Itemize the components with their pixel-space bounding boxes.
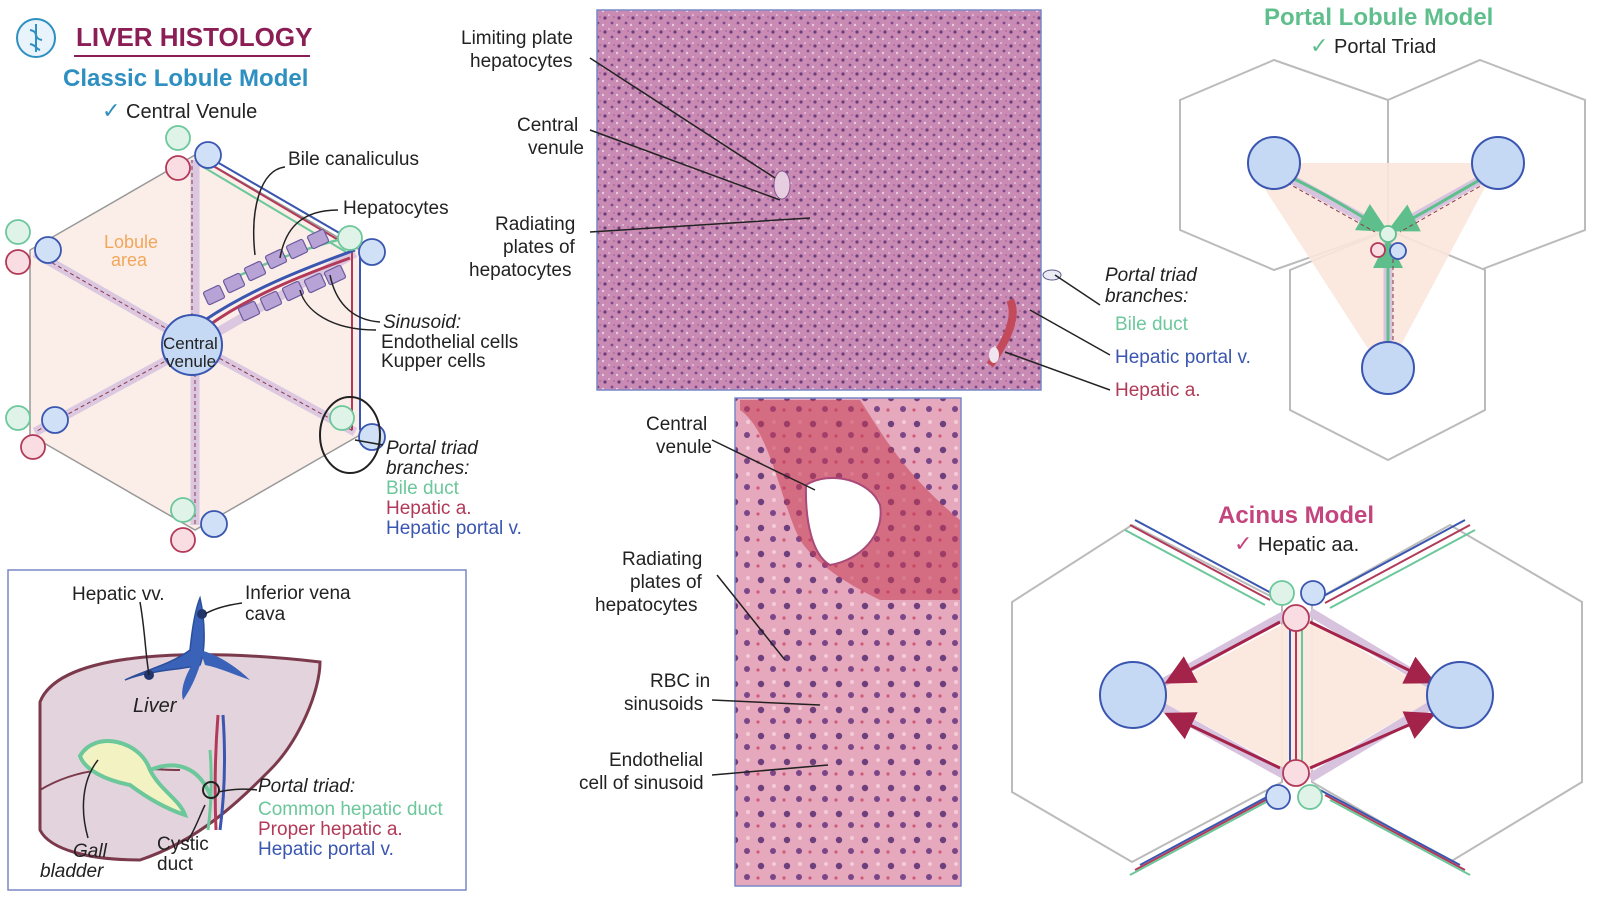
endothelial-bottom-label-1: Endothelial [609, 750, 703, 771]
bile-duct-label: Bile duct [386, 478, 460, 499]
micrograph-low-power [596, 9, 1042, 391]
hepatocytes-label: Hepatocytes [343, 198, 449, 219]
central-top-label-2: venule [528, 138, 584, 159]
gall-label-2: bladder [40, 861, 104, 882]
bile-duct-top-label: Bile duct [1115, 314, 1189, 335]
common-hepatic-label: Common hepatic duct [258, 799, 444, 820]
portal-check-label: Portal Triad [1334, 36, 1436, 58]
portal-triad-box-label: Portal triad: [258, 776, 355, 797]
kupffer-label: Kupper cells [381, 351, 486, 372]
portal-check-icon: ✓ [1310, 33, 1328, 58]
hepatic-a-top-label: Hepatic a. [1115, 380, 1201, 401]
radiating-bottom-label-1: Radiating [622, 549, 702, 570]
portal-triad-label-1: Portal triad [386, 438, 479, 459]
liver-leader-lines [82, 601, 258, 843]
radiating-bottom-label-3: hepatocytes [595, 595, 697, 616]
check-icon: ✓ [102, 98, 120, 123]
portal-triad-highlight [319, 396, 381, 474]
rbc-label-1: RBC in [650, 671, 710, 692]
ivc-label-2: cava [245, 604, 286, 625]
classic-lobule [5, 125, 386, 553]
acinus-check-label: Hepatic aa. [1258, 534, 1359, 556]
cystic-label-2: duct [157, 854, 194, 875]
limiting-plate-label-2: hepatocytes [470, 51, 572, 72]
radiating-top-label-2: plates of [503, 237, 576, 258]
cystic-label-1: Cystic [157, 834, 209, 855]
sinusoid-label: Sinusoid: [383, 312, 461, 333]
page-title: LIVER HISTOLOGY [76, 22, 312, 52]
central-venule-label-2: venule [166, 352, 216, 371]
ivc-label-1: Inferior vena [245, 583, 351, 604]
portal-model-title: Portal Lobule Model [1264, 4, 1493, 31]
radiating-top-label-3: hepatocytes [469, 260, 571, 281]
acinus-diagram [1011, 519, 1583, 876]
central-venule-circle [161, 314, 223, 376]
acinus-check-icon: ✓ [1234, 531, 1252, 556]
radiating-top-label-1: Radiating [495, 214, 575, 235]
micrograph-bottom-features [740, 400, 960, 600]
central-bottom-label-2: venule [656, 437, 712, 458]
acinus-model-title: Acinus Model [1218, 502, 1374, 529]
liver-label: Liver [133, 695, 178, 717]
bile-canaliculus-label: Bile canaliculus [288, 149, 419, 170]
liver-illustration [38, 595, 322, 862]
endothelial-bottom-label-2: cell of sinusoid [579, 773, 704, 794]
central-top-label-1: Central [517, 115, 578, 136]
portal-triad-label-2: branches: [386, 458, 469, 479]
limiting-plate-label-1: Limiting plate [461, 28, 573, 49]
portal-triad-top-label-1: Portal triad [1105, 265, 1198, 286]
radiating-bottom-label-2: plates of [630, 572, 703, 593]
portal-lobule-diagram [1179, 58, 1586, 462]
app-logo [16, 18, 56, 58]
micrograph-top-features [773, 170, 1062, 368]
lobule-area-label-1: Lobule [104, 232, 158, 252]
hepatic-portal-top-label: Hepatic portal v. [1115, 347, 1251, 368]
endothelial-label: Endothelial cells [381, 332, 518, 353]
classic-check-label: Central Venule [126, 101, 257, 123]
rbc-label-2: sinusoids [624, 694, 703, 715]
classic-model-title: Classic Lobule Model [63, 65, 308, 92]
portal-triad-top-label-2: branches: [1105, 286, 1188, 307]
proper-hepatic-label: Proper hepatic a. [258, 819, 403, 840]
hepatocyte-cells [202, 228, 347, 322]
central-bottom-label-1: Central [646, 414, 707, 435]
gall-label-1: Gall [73, 841, 108, 862]
lobule-area-label-2: area [111, 250, 148, 270]
micro-bottom-leader-lines [711, 439, 829, 776]
central-venule-label-1: Central [163, 334, 218, 353]
micro-top-leader-lines [589, 57, 1111, 391]
hepatic-vv-label: Hepatic vv. [72, 584, 165, 605]
hepatic-portal-box-label: Hepatic portal v. [258, 839, 394, 860]
hepatic-portal-label: Hepatic portal v. [386, 518, 522, 539]
hepatic-a-label: Hepatic a. [386, 498, 472, 519]
